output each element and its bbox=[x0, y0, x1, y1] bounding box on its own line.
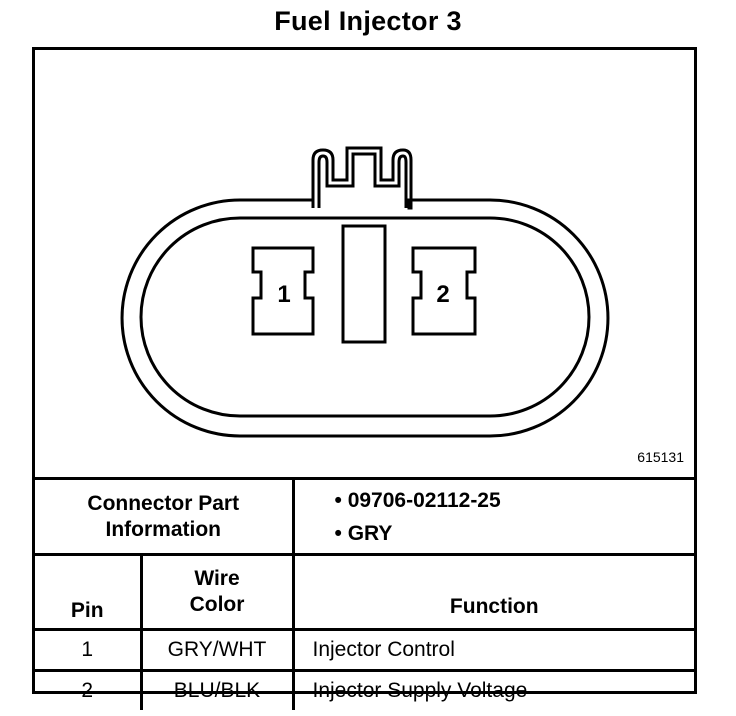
connector-outer-body bbox=[120, 146, 610, 438]
header-wire-color: Wire Color bbox=[139, 553, 295, 631]
connector-diagram: 1 2 615131 bbox=[35, 50, 694, 477]
wire-color-cell: BLU/BLK bbox=[139, 669, 295, 710]
pin-1-cavity bbox=[251, 246, 315, 336]
page-title: Fuel Injector 3 bbox=[274, 6, 462, 36]
center-key bbox=[341, 224, 387, 344]
connector-info-item: • 09706-02112-25 bbox=[334, 488, 501, 512]
connector-info-values: • 09706-02112-25 • GRY bbox=[291, 477, 694, 556]
function-cell: Injector Control bbox=[291, 628, 694, 672]
connector-inner-face bbox=[139, 216, 591, 418]
pin-1-label: 1 bbox=[277, 281, 290, 308]
diagram-frame: 1 2 615131 Connector Part Information • … bbox=[32, 47, 697, 710]
connector-info-label: Connector Part Information bbox=[35, 477, 295, 556]
pin-2-cavity bbox=[411, 246, 477, 336]
connector-table: Connector Part Information • 09706-02112… bbox=[35, 477, 694, 710]
pin-cell: 2 bbox=[35, 669, 143, 710]
header-pin: Pin bbox=[35, 553, 143, 631]
pin-cell: 1 bbox=[35, 628, 143, 672]
wire-color-cell: GRY/WHT bbox=[139, 628, 295, 672]
header-function: Function bbox=[291, 553, 694, 631]
connector-info-label-line1: Connector Part bbox=[87, 491, 240, 515]
connector-info-label-line2: Information bbox=[105, 517, 222, 541]
pin-2-label: 2 bbox=[436, 281, 449, 308]
connector-info-row: Connector Part Information • 09706-02112… bbox=[35, 477, 694, 556]
connector-info-item: • GRY bbox=[334, 521, 393, 545]
latch-left bbox=[317, 152, 408, 208]
function-cell: Injector Supply Voltage bbox=[291, 669, 694, 710]
table-row: 1 GRY/WHT Injector Control bbox=[35, 628, 694, 672]
table-row: 2 BLU/BLK Injector Supply Voltage bbox=[35, 669, 694, 710]
connector-drawing: 1 2 bbox=[120, 146, 610, 438]
table-header-row: Pin Wire Color Function bbox=[35, 553, 694, 631]
part-number: 615131 bbox=[637, 449, 684, 465]
